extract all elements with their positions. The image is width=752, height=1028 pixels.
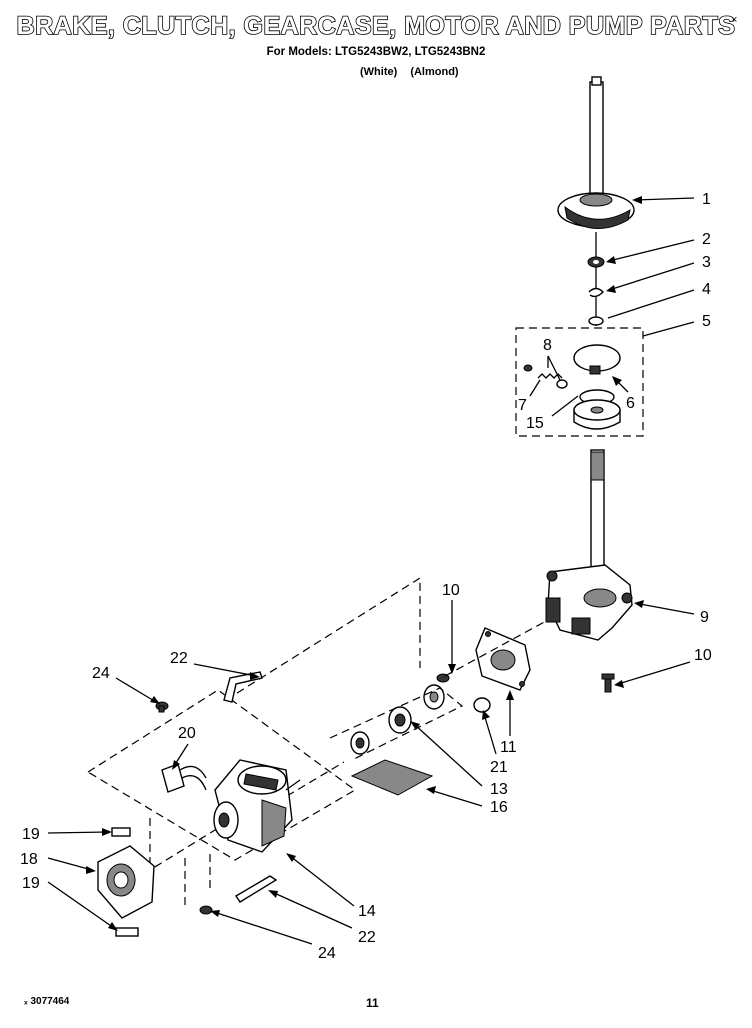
- part-11-pump-mounting-plate: [475, 627, 531, 691]
- corner-mark: ×: [731, 14, 738, 26]
- document-number: ₓ 3077464: [24, 996, 70, 1007]
- part-9-gearcase: [545, 564, 633, 641]
- callout-24b: 24: [318, 945, 336, 962]
- callout-16: 16: [490, 799, 508, 816]
- callout-22b: 22: [358, 929, 376, 946]
- callout-6: 6: [626, 395, 635, 412]
- part-14-motor: [213, 759, 301, 853]
- callout-5: 5: [702, 313, 711, 330]
- part-7-spring: [537, 373, 563, 379]
- part-16-pad: [350, 759, 434, 796]
- part-10-bolt-right: [601, 673, 615, 693]
- callout-10b: 10: [694, 647, 712, 664]
- part-9-drive-shaft: [590, 449, 605, 586]
- part-20-motor-switch: [161, 763, 207, 793]
- callout-11: 11: [500, 739, 517, 756]
- callout-13: 13: [490, 781, 508, 798]
- callout-19b: 19: [22, 875, 40, 892]
- variant-almond: (Almond): [410, 66, 459, 78]
- part-4-ring: [588, 316, 604, 326]
- part-21-pump-impeller: [423, 684, 491, 713]
- callout-3: 3: [702, 254, 711, 271]
- callout-14: 14: [358, 903, 376, 920]
- part-13-coupling: [350, 706, 412, 755]
- callout-15: 15: [526, 415, 544, 432]
- part-24-screw-top: [155, 701, 169, 713]
- models-line: For Models: LTG5243BW2, LTG5243BN2: [266, 46, 486, 58]
- callout-7: 7: [518, 397, 527, 414]
- callout-4: 4: [702, 281, 711, 298]
- part-22-strap-bottom: [235, 875, 278, 903]
- model-variants: (White) (Almond): [360, 66, 459, 78]
- callout-22a: 22: [170, 650, 188, 667]
- callout-18: 18: [20, 851, 38, 868]
- leader-lines: [47, 196, 695, 945]
- part-6-brake-band: [573, 344, 621, 375]
- callout-10a: 10: [442, 582, 460, 599]
- part-19-clip-bottom: [115, 927, 139, 937]
- callout-9: 9: [700, 609, 709, 626]
- callout-1: 1: [702, 191, 711, 208]
- part-8-pins: [523, 364, 568, 389]
- callout-21: 21: [490, 759, 508, 776]
- callout-24a: 24: [92, 665, 110, 682]
- part-19-clip-top: [111, 827, 131, 837]
- callout-19a: 19: [22, 826, 40, 843]
- part-2-washer: [587, 256, 605, 268]
- page-number: 11: [366, 996, 379, 1010]
- callout-20: 20: [178, 725, 196, 742]
- part-1-brake-shaft-assembly: [557, 76, 635, 229]
- variant-white: (White): [360, 66, 398, 78]
- part-15-clutch-hub: [573, 389, 621, 430]
- part-22-strap-top: [223, 671, 263, 703]
- page-title: BRAKE, CLUTCH, GEARCASE, MOTOR AND PUMP …: [16, 11, 736, 41]
- part-5-clutch-assembly-box: [515, 327, 644, 437]
- callout-8: 8: [543, 337, 552, 354]
- part-24-screw-bottom: [199, 905, 213, 915]
- callout-2: 2: [702, 231, 711, 248]
- alignment-lines: [86, 576, 549, 910]
- part-18-motor-mount: [97, 845, 155, 919]
- part-3-retaining-ring: [588, 287, 604, 298]
